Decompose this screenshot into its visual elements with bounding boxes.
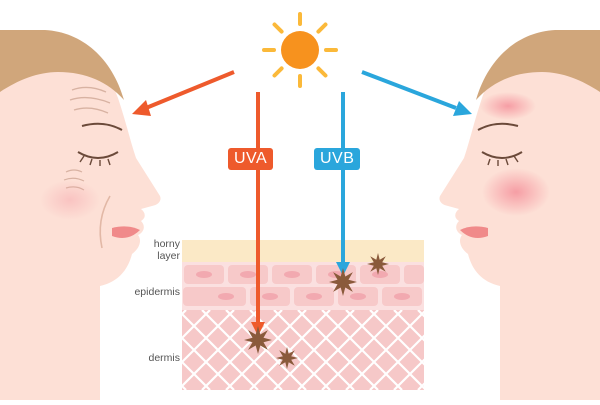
dermis-label: dermis xyxy=(148,352,180,364)
epidermis-cell xyxy=(184,265,224,284)
sun-rays xyxy=(262,12,338,88)
epidermis-cell xyxy=(404,265,424,284)
aged-forehead-wrinkles xyxy=(69,86,111,114)
sunburned-eye-closed xyxy=(481,151,523,159)
sunburned-brow xyxy=(477,122,519,131)
aged-face xyxy=(0,30,161,400)
epidermis-cell xyxy=(206,287,246,306)
cheek-sunburn xyxy=(482,168,550,216)
epidermis-cell xyxy=(338,287,378,306)
aged-face-skin xyxy=(0,48,161,400)
sunburned-face xyxy=(439,30,600,400)
uvb-arrow-to-face xyxy=(361,70,472,116)
aged-eye-closed xyxy=(77,151,119,159)
sunburned-face-skin xyxy=(439,48,600,400)
epidermis-cell xyxy=(382,287,422,306)
sun-disc xyxy=(281,31,319,69)
aged-brow xyxy=(81,122,123,131)
uvb-badge: UVB xyxy=(314,148,361,170)
aged-lips xyxy=(112,226,140,238)
starburst-icon xyxy=(244,326,272,354)
epidermis-cell xyxy=(272,265,312,284)
sunburned-eyelashes xyxy=(487,155,519,166)
horny-layer-label-line2: layer xyxy=(157,250,180,262)
starburst-icon xyxy=(276,347,298,369)
sun-icon xyxy=(262,12,338,88)
aged-eyelashes xyxy=(79,155,111,166)
horny-layer xyxy=(182,240,424,262)
epidermis-cell xyxy=(360,265,400,284)
aged-nasolabial-fold xyxy=(99,195,111,249)
sunburned-face-hair xyxy=(476,30,600,100)
starburst-icon xyxy=(367,253,389,275)
epidermis-cell xyxy=(294,287,334,306)
horny-layer-label: horny layer xyxy=(140,238,180,262)
uva-arrow-to-face xyxy=(132,70,235,116)
skin-cross-section xyxy=(182,240,424,390)
forehead-redness xyxy=(480,92,536,120)
dermis-layer xyxy=(182,310,424,390)
aged-face-hair xyxy=(0,30,124,100)
horny-layer-label-line1: horny xyxy=(153,238,180,250)
starburst-icon xyxy=(329,268,357,296)
sunburned-lips xyxy=(460,226,488,238)
aged-cheek xyxy=(40,180,100,220)
uva-badge: UVA xyxy=(228,148,274,170)
epidermis-cell xyxy=(228,265,268,284)
epidermis-label: epidermis xyxy=(134,286,180,298)
damage-spots xyxy=(244,253,389,369)
